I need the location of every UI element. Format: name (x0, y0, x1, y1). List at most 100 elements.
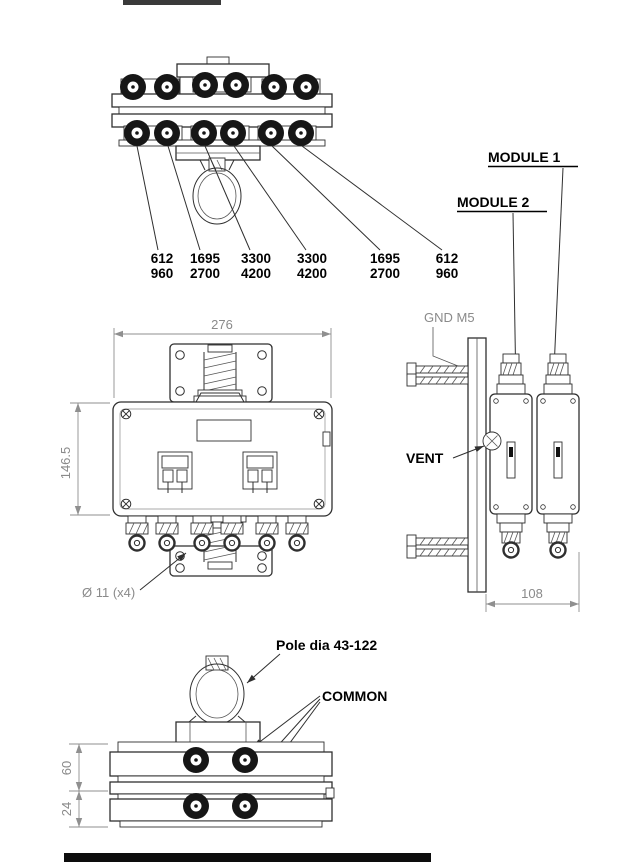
lid-screw (313, 408, 325, 420)
module-bottom-gland (496, 513, 526, 559)
module-top-gland (543, 353, 573, 395)
connector-port (124, 120, 150, 146)
terminal-block (157, 451, 193, 493)
mounting-hole (175, 563, 185, 573)
rating-secondary: 960 (151, 266, 174, 281)
mounting-hole-label: Ø 11 (x4) (82, 585, 135, 600)
module-callouts: MODULE 1 MODULE 2 (457, 149, 578, 393)
cropped-footer-bar (64, 853, 431, 862)
rating-primary: 1695 (370, 251, 401, 266)
rating-secondary: 4200 (297, 266, 327, 281)
cable-gland (220, 515, 244, 552)
body-strip (117, 741, 325, 753)
side-view: GND M5 (406, 310, 580, 612)
pole-dia-callout: Pole dia 43-122 (246, 637, 377, 684)
module-window-mark (509, 447, 513, 457)
module-window (553, 441, 563, 479)
rating-primary: 612 (436, 251, 459, 266)
lid-screw (120, 408, 132, 420)
module-window-mark (556, 447, 560, 457)
top-plate (176, 63, 270, 78)
connector-port (154, 74, 180, 100)
common-terminal (183, 747, 209, 773)
connector-port (261, 74, 287, 100)
mounting-bolt (406, 545, 469, 559)
module2-label: MODULE 2 (457, 194, 530, 210)
body-band (109, 751, 333, 777)
mounting-bolt (406, 534, 469, 548)
mounting-hole (175, 386, 185, 396)
mounting-hole (257, 563, 267, 573)
rating-primary: 1695 (190, 251, 221, 266)
dim-height-label: 146.5 (58, 447, 73, 480)
enclosure-body (112, 401, 333, 517)
connector-port (192, 72, 218, 98)
common-terminal (183, 793, 209, 819)
module-screw (523, 398, 529, 404)
module-screw (493, 504, 499, 510)
clamp-bracket (175, 721, 261, 745)
module-screw (570, 504, 576, 510)
module-window (506, 441, 516, 479)
bottom-glands (125, 515, 309, 552)
dim-upper-height-label: 60 (59, 761, 74, 775)
rating-primary: 612 (151, 251, 174, 266)
terminal-block (242, 451, 278, 493)
dim-width-label: 276 (211, 317, 233, 332)
pole-clamp (192, 167, 242, 225)
connector-port (223, 72, 249, 98)
dim-depth: 108 (485, 552, 580, 612)
dim-width: 276 (113, 317, 332, 398)
rating-secondary: 2700 (190, 266, 220, 281)
rating-secondary: 960 (436, 266, 459, 281)
side-tab (322, 431, 331, 447)
mounting-bolt (406, 373, 469, 387)
common-label: COMMON (322, 688, 387, 704)
rating-labels: 612 960 1695 2700 3300 4200 3300 4200 16… (151, 251, 459, 281)
module1-label: MODULE 1 (488, 149, 561, 165)
enclosure-inner-line (119, 408, 326, 510)
dim-upper-height: 60 (59, 743, 108, 792)
mounting-bolt (406, 362, 469, 376)
lid-screw (120, 498, 132, 510)
connector-port (288, 120, 314, 146)
body-band (109, 781, 333, 795)
module-screw (493, 398, 499, 404)
body-band (109, 798, 333, 822)
cable-gland (285, 515, 309, 552)
connector-port (293, 74, 319, 100)
rating-leader-lines (136, 145, 443, 251)
connector-port (120, 74, 146, 100)
lid-screw (313, 498, 325, 510)
connector-port (258, 120, 284, 146)
connector-port (220, 120, 246, 146)
front-view: 276 (58, 317, 333, 600)
module-screw (570, 398, 576, 404)
gland-boss (195, 392, 245, 403)
gnd-label: GND M5 (424, 310, 475, 325)
rating-secondary: 4200 (241, 266, 271, 281)
pole-clamp (188, 655, 246, 725)
dim-base-height-label: 24 (59, 802, 74, 816)
body-strip (117, 793, 325, 800)
cropped-top-text (123, 0, 221, 5)
mounting-hole (175, 350, 185, 360)
mounting-hole (257, 350, 267, 360)
nameplate (196, 419, 252, 442)
cable-gland (125, 515, 149, 552)
mounting-hole (257, 551, 267, 561)
mounting-hole (257, 386, 267, 396)
vent-label: VENT (406, 450, 444, 466)
cable-gland (155, 515, 179, 552)
gnd-leader (432, 327, 464, 369)
module-top-gland (496, 353, 526, 395)
bottom-view: Pole dia 43-122 COMMON (59, 637, 387, 828)
rating-primary: 3300 (297, 251, 327, 266)
body-band (118, 106, 326, 115)
mounting-hole-callout: Ø 11 (x4) (82, 552, 187, 600)
dim-base-height: 24 (59, 791, 108, 828)
pole-dia-label: Pole dia 43-122 (276, 637, 377, 653)
rating-secondary: 2700 (370, 266, 400, 281)
